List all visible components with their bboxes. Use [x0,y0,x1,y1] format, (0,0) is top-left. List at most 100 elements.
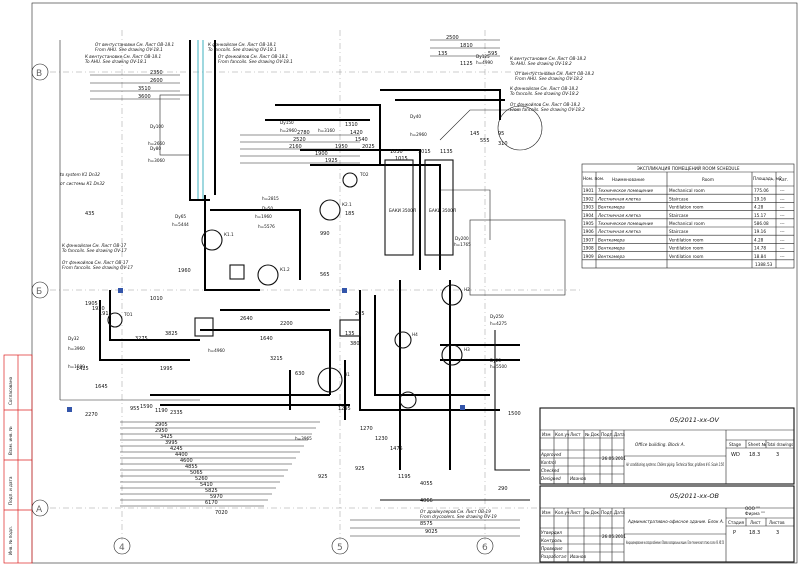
svg-text:h=2960: h=2960 [410,132,427,137]
svg-text:Ном. пом.: Ном. пом. [583,176,604,181]
dimension-texts: 2350 2600 3510 3600 2500 1810 135 595 11… [76,35,521,535]
svg-text:От драйкулеров См. Лист ОВ-19: От драйкулеров См. Лист ОВ-19 [420,509,491,514]
svg-text:Room: Room [702,177,714,182]
svg-text:От фэнкойлов См. Лист ОВ-18.1: От фэнкойлов См. Лист ОВ-18.1 [218,54,289,59]
markers [67,288,465,412]
axis-row-a: А [36,505,43,515]
svg-text:Dy32: Dy32 [68,336,79,341]
room-cell: Ventilation room [669,237,704,242]
room-cell: Staircase [669,196,689,201]
pump-10 [342,172,358,188]
svg-text:1195: 1195 [398,474,411,480]
svg-text:h=1960: h=1960 [255,214,272,219]
svg-text:Административно-офисное здание: Административно-офисное здание. Блок А. [627,519,724,524]
svg-text:Checked: Checked [541,468,559,473]
room-cell: --- [780,188,785,193]
svg-text:1295: 1295 [338,406,351,412]
svg-text:4855: 4855 [185,464,198,470]
svg-text:Кат.: Кат. [779,177,788,182]
pipework [99,40,530,501]
svg-text:925: 925 [355,466,365,472]
svg-text:to system K1 Dn32: to system K1 Dn32 [60,172,100,177]
pump-6 [441,344,463,366]
svg-text:h=4275: h=4275 [490,321,507,326]
svg-text:1925: 1925 [325,158,338,164]
svg-text:From drycoolers. See drawing O: From drycoolers. See drawing OV-19 [420,514,497,519]
svg-text:Н4: Н4 [412,332,418,337]
svg-text:4055: 4055 [420,481,433,487]
pump-9 [107,312,123,328]
svg-text:1810: 1810 [460,43,473,49]
svg-text:From AHU. See drawing OV-18.1: From AHU. See drawing OV-18.1 [95,47,163,52]
room-cell: 1906 [583,229,594,234]
svg-text:Н3: Н3 [464,347,470,352]
pumps [107,172,463,409]
svg-text:h=4960: h=4960 [208,348,225,353]
axis-row-b: Б [36,287,42,297]
margin-text-4: Согласовано [8,376,13,405]
svg-text:3510: 3510 [138,86,151,92]
svg-text:Stage: Stage [729,442,742,447]
svg-text:990: 990 [320,231,330,237]
pump-4 [317,367,343,393]
svg-text:h=1765: h=1765 [454,242,471,247]
svg-text:1135: 1135 [440,149,453,155]
svg-text:1905: 1905 [85,301,98,307]
svg-text:18.3: 18.3 [749,530,760,536]
svg-text:From fancoils. See drawing OV-: From fancoils. See drawing OV-18.2 [510,107,585,112]
svg-text:2905: 2905 [155,422,168,428]
svg-text:№ Док.: № Док. [585,432,600,437]
svg-text:3215: 3215 [270,356,283,362]
room-cell: 1902 [583,196,594,201]
grid-axes: В Б А 4 5 6 [31,30,580,555]
svg-text:Office building. Block A.: Office building. Block A. [635,442,685,447]
room-cell: 19.16 [754,196,766,201]
room-cell: --- [780,221,785,226]
svg-text:От фэнкойлов См. Лист ОВ-17: От фэнкойлов См. Лист ОВ-17 [62,260,129,265]
svg-text:9025: 9025 [425,529,438,535]
room-cell: Лестничная клетка [597,213,641,218]
svg-text:От фэнкойлов См. Лист ОВ-18.2: От фэнкойлов См. Лист ОВ-18.2 [510,102,581,107]
svg-text:To AHU. See drawing OV-18.1: To AHU. See drawing OV-18.1 [85,59,147,64]
room-cell: Mechanical room [669,221,705,226]
room-cell: Лестничная клетка [597,229,641,234]
svg-text:Дата: Дата [614,510,625,515]
svg-text:26.05.2011: 26.05.2011 [602,456,626,461]
svg-text:Подп.: Подп. [601,510,614,515]
room-cell: --- [780,254,785,259]
svg-text:1920: 1920 [92,306,105,312]
svg-text:4400: 4400 [175,452,188,458]
svg-text:2500: 2500 [446,35,459,41]
svg-text:Dy125: Dy125 [476,54,490,59]
svg-text:3600: 3600 [138,94,151,100]
svg-text:2270: 2270 [85,412,98,418]
svg-text:1900: 1900 [315,151,328,157]
svg-text:Фирма "": Фирма "" [745,511,765,516]
svg-text:From fancoils. See drawing OV-: From fancoils. See drawing OV-18.1 [218,59,293,64]
margin-text-3: Взам. инв. № [8,426,13,455]
room-cell: --- [780,196,785,201]
flow-labels-right-top: К вентустановке См. Лист ОВ-18.2 To AHU.… [510,56,594,112]
room-cell: Лестничная клетка [597,196,641,201]
svg-text:К1.2: К1.2 [280,267,290,272]
svg-text:h=4990: h=4990 [476,60,493,65]
pump-1 [201,229,223,251]
svg-text:2950: 2950 [155,428,168,434]
svg-text:1015: 1015 [395,156,408,162]
svg-text:Листов: Листов [769,520,785,525]
svg-text:Dy150: Dy150 [280,120,294,125]
svg-text:1500: 1500 [508,411,521,417]
svg-text:Designed: Designed [541,476,561,481]
svg-text:h=3965: h=3965 [295,436,312,441]
svg-text:To fancoils. See drawing OV-18: To fancoils. See drawing OV-18.2 [510,91,579,96]
left-margin-stamp: Инв. № подл. Подп. и дата Взам. инв. № С… [3,354,33,564]
room-cell: 1903 [583,205,594,210]
svg-text:К фэнкойлам См. Лист ОВ-17: К фэнкойлам См. Лист ОВ-17 [62,243,126,248]
room-cell: Ventilation room [669,246,704,251]
room-cell: --- [780,205,785,210]
svg-text:5410: 5410 [200,482,213,488]
room-schedule-total: 1388.53 [755,262,773,267]
svg-text:2640: 2640 [240,316,253,322]
pump-7 [394,331,412,349]
svg-text:To fancoils. See drawing OV-17: To fancoils. See drawing OV-17 [62,248,127,253]
